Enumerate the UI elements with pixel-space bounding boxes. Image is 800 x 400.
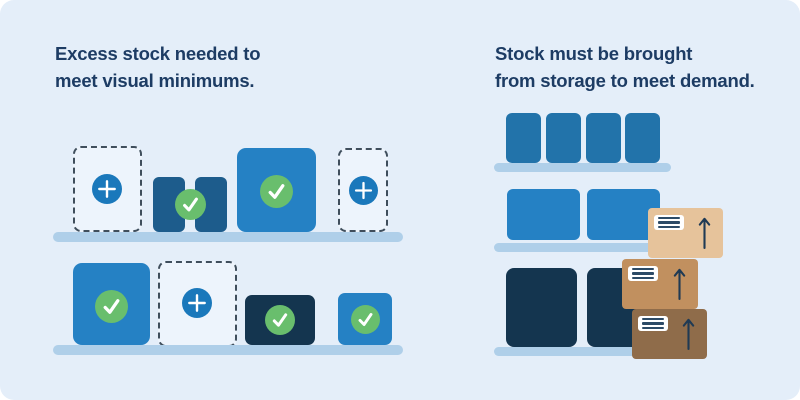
- arrow-up-icon: [673, 268, 686, 301]
- stocked-box: [506, 113, 541, 163]
- plus-icon: [92, 174, 122, 204]
- stocked-box: [546, 113, 581, 163]
- check-icon: [259, 174, 293, 208]
- carton-label: [638, 316, 668, 331]
- storage-carton: [632, 309, 707, 359]
- storage-carton: [622, 259, 698, 309]
- arrow-up-icon: [682, 318, 695, 351]
- shelf-bar: [494, 243, 671, 252]
- stocked-box: [586, 113, 621, 163]
- arrow-up-icon: [698, 217, 711, 250]
- carton-label: [628, 266, 658, 281]
- stocked-box: [587, 189, 660, 240]
- carton-label: [654, 215, 684, 230]
- plus-icon: [348, 175, 378, 205]
- stocked-box: [625, 113, 660, 163]
- plus-icon: [182, 288, 212, 318]
- check-icon: [265, 305, 295, 335]
- check-icon: [350, 304, 380, 334]
- shelf-bar: [53, 345, 403, 355]
- storage-carton: [648, 208, 723, 258]
- stocked-box: [507, 189, 580, 240]
- placeholder-slot: [338, 148, 388, 232]
- stocked-box: [506, 268, 577, 347]
- shelf-bar: [53, 232, 403, 242]
- right-panel-title: Stock must be brought from storage to me…: [495, 43, 755, 91]
- check-icon: [94, 289, 128, 323]
- shelf-bar: [494, 163, 671, 172]
- check-icon: [174, 188, 206, 220]
- placeholder-slot: [158, 261, 237, 347]
- left-panel-title: Excess stock needed to meet visual minim…: [55, 43, 261, 91]
- shelf-bar: [494, 347, 671, 356]
